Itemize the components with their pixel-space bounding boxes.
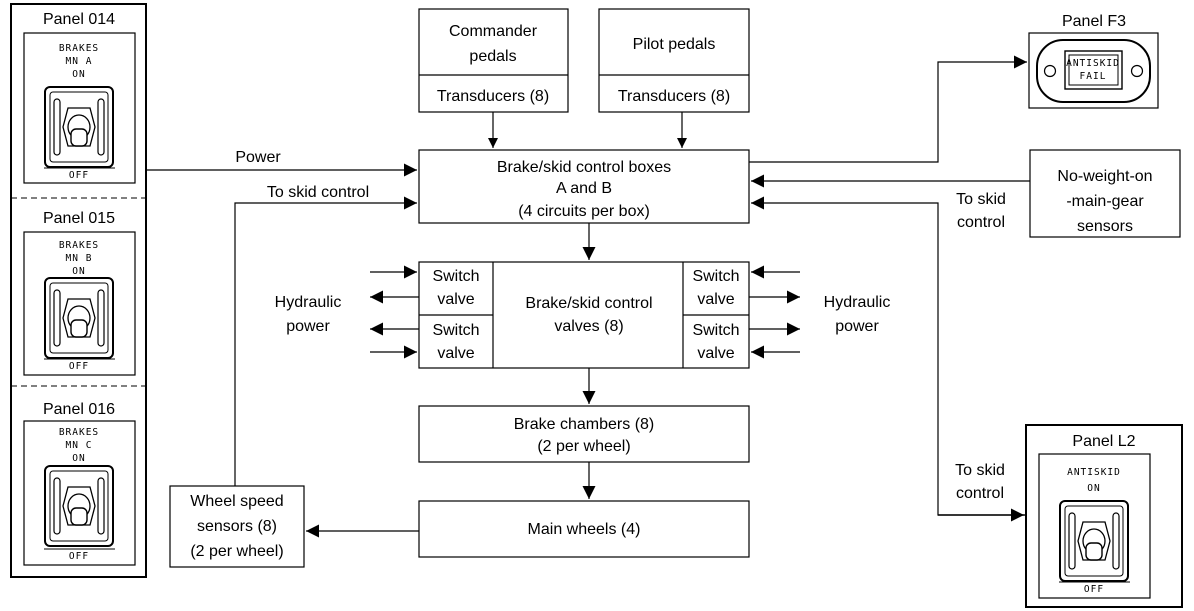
panel-016: Panel 016 BRAKES MN C ON OFF (23, 401, 136, 566)
commander-pedals-line2: pedals (469, 48, 516, 65)
panel-016-title: Panel 016 (43, 401, 115, 418)
panel-014-line2: MN A (66, 56, 93, 67)
panel-014-off: OFF (69, 170, 89, 181)
antiskid-toggle-switch[interactable] (1059, 500, 1129, 582)
panel-016-line1: BRAKES (59, 427, 99, 438)
pilot-pedals-box: Pilot pedals Transducers (8) (598, 8, 750, 113)
panel-016-line3: ON (72, 453, 85, 464)
brake-chambers-box: Brake chambers (8) (2 per wheel) (418, 405, 750, 463)
panel-015-title: Panel 015 (43, 210, 115, 227)
hydraulic-left-line2: power (286, 318, 330, 335)
brake-chambers-line2: (2 per wheel) (537, 438, 630, 455)
panel-014-line1: BRAKES (59, 43, 99, 54)
connectors (146, 55, 1030, 538)
nwog-to-skid-line2: control (957, 214, 1005, 231)
wheel-speed-sensors-line3: (2 per wheel) (190, 543, 283, 560)
panel-014: Panel 014 BRAKES MN A ON OFF (23, 11, 136, 184)
switch-valve-tl-line1: Switch (432, 268, 479, 285)
panel-015: Panel 015 BRAKES MN B ON OFF (23, 210, 136, 376)
panel-015-line1: BRAKES (59, 240, 99, 251)
panel-f3-line2: FAIL (1080, 71, 1107, 82)
pilot-pedals-label: Pilot pedals (633, 36, 716, 53)
valves-center-line2: valves (8) (554, 318, 623, 335)
brake-skid-control-valves-block: Brake/skid control valves (8) Switch val… (418, 261, 750, 369)
control-boxes-line1: Brake/skid control boxes (497, 159, 671, 176)
panel-f3-title: Panel F3 (1062, 13, 1126, 30)
hydraulic-right-line1: Hydraulic (824, 294, 891, 311)
brake-skid-control-boxes: Brake/skid control boxes A and B (4 circ… (418, 149, 750, 224)
skid-feedback-arrow (234, 196, 417, 486)
panel-015-off: OFF (69, 361, 89, 372)
control-boxes-line2: A and B (556, 180, 612, 197)
commander-pedals-box: Commander pedals Transducers (8) (418, 8, 569, 113)
panel-f3-line1: ANTISKID (1066, 58, 1120, 69)
pilot-transducers-label: Transducers (8) (618, 88, 730, 105)
panel-l2-to-skid-line2: control (956, 485, 1004, 502)
power-label: Power (235, 149, 281, 166)
brake-chambers-line1: Brake chambers (8) (514, 416, 655, 433)
switch-valve-br-line1: Switch (692, 322, 739, 339)
to-panel-f3-arrow (749, 55, 1027, 163)
switch-valve-br-line2: valve (697, 345, 734, 362)
panel-015-line2: MN B (66, 253, 93, 264)
switch-valve-bl-line2: valve (437, 345, 474, 362)
left-panel-frame (10, 3, 147, 578)
panel-l2-title: Panel L2 (1072, 433, 1135, 450)
panel-016-off: OFF (69, 551, 89, 562)
panel-l2-off: OFF (1084, 584, 1104, 595)
panel-l2-line2: ON (1087, 483, 1100, 494)
commander-transducers-label: Transducers (8) (437, 88, 549, 105)
brakes-mn-c-toggle-switch[interactable] (44, 465, 114, 547)
brakes-mn-b-toggle-switch[interactable] (44, 277, 114, 359)
hydraulic-left-line1: Hydraulic (275, 294, 342, 311)
main-wheels-label: Main wheels (4) (528, 521, 641, 538)
panel-015-line3: ON (72, 266, 85, 277)
no-weight-on-main-gear-sensors-box: No-weight-on -main-gear sensors (1029, 149, 1181, 238)
connector-labels: Power To skid control Hydraulic power Hy… (235, 149, 1006, 502)
wheel-speed-sensors-box: Wheel speed sensors (8) (2 per wheel) (169, 485, 305, 568)
panel-014-line3: ON (72, 69, 85, 80)
wheel-speed-sensors-line1: Wheel speed (190, 493, 283, 510)
wheel-speed-sensors-line2: sensors (8) (197, 518, 277, 535)
nwog-line3: sensors (1077, 218, 1133, 235)
switch-valve-tr-line2: valve (697, 291, 734, 308)
panel-l2-line1: ANTISKID (1067, 467, 1121, 478)
panel-f3: Panel F3 ANTISKID FAIL (1028, 13, 1159, 109)
brakes-mn-a-toggle-switch[interactable] (44, 86, 114, 168)
switch-valve-tl-line2: valve (437, 291, 474, 308)
commander-pedals-line1: Commander (449, 23, 538, 40)
main-wheels-box: Main wheels (4) (418, 500, 750, 558)
nwog-line2: -main-gear (1066, 193, 1144, 210)
panel-016-line2: MN C (66, 440, 93, 451)
panel-014-title: Panel 014 (43, 11, 115, 28)
switch-valve-tr-line1: Switch (692, 268, 739, 285)
switch-valve-bl-line1: Switch (432, 322, 479, 339)
nwog-to-skid-line1: To skid (956, 191, 1006, 208)
nwog-line1: No-weight-on (1057, 168, 1152, 185)
panel-l2-to-skid-line1: To skid (955, 462, 1005, 479)
to-skid-control-label: To skid control (267, 184, 369, 201)
panel-l2: Panel L2 ANTISKID ON OFF (1025, 424, 1183, 608)
hydraulic-right-line2: power (835, 318, 879, 335)
left-panel-column: Panel 014 BRAKES MN A ON OFF Panel 015 B… (10, 3, 147, 578)
valves-center-line1: Brake/skid control (525, 295, 652, 312)
control-boxes-line3: (4 circuits per box) (518, 203, 650, 220)
